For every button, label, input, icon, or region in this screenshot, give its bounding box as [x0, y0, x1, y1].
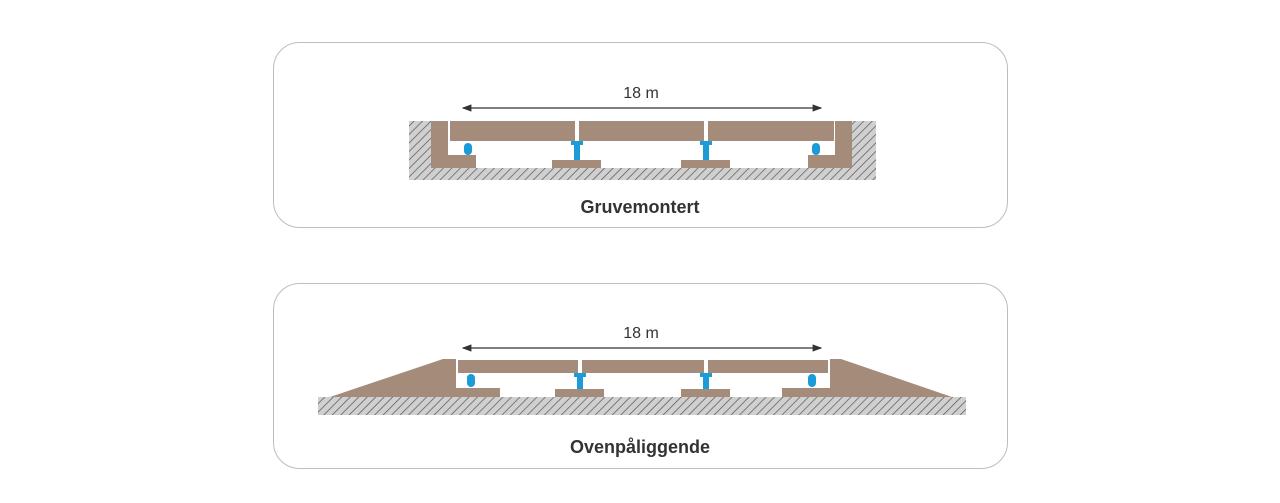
deck-board [708, 121, 834, 141]
panel-ovenpaliggende: 18 m Ovenpåliggende [273, 283, 1008, 469]
pedestal [700, 373, 712, 389]
edge-profile-right [808, 121, 852, 168]
base-pad [552, 160, 601, 168]
base-pad [681, 160, 730, 168]
dimension-label: 18 m [623, 325, 659, 342]
pedestal [700, 141, 712, 160]
deck-board [582, 360, 704, 373]
edge-profile-left [431, 121, 476, 168]
base-pad [681, 389, 730, 397]
panel-title: Ovenpåliggende [570, 437, 710, 457]
pedestal [808, 374, 816, 387]
ramp-right [782, 359, 952, 397]
pedestal [574, 373, 586, 389]
deck-board [458, 360, 578, 373]
pedestal [812, 143, 820, 155]
ground-pit-hatch [409, 121, 876, 180]
deck-board [450, 121, 575, 141]
pedestal [467, 374, 475, 387]
deck-board [708, 360, 828, 373]
dimension-label: 18 m [623, 85, 659, 102]
pedestal [571, 141, 583, 160]
pedestal [464, 143, 472, 155]
ground-hatch [318, 397, 966, 415]
deck-board [579, 121, 704, 141]
panel-border [273, 283, 1008, 469]
ramp-left [330, 359, 500, 397]
panel-gruvemontert: 18 m Gruvemontert [273, 42, 1008, 228]
base-pad [555, 389, 604, 397]
panel-title: Gruvemontert [580, 197, 699, 217]
